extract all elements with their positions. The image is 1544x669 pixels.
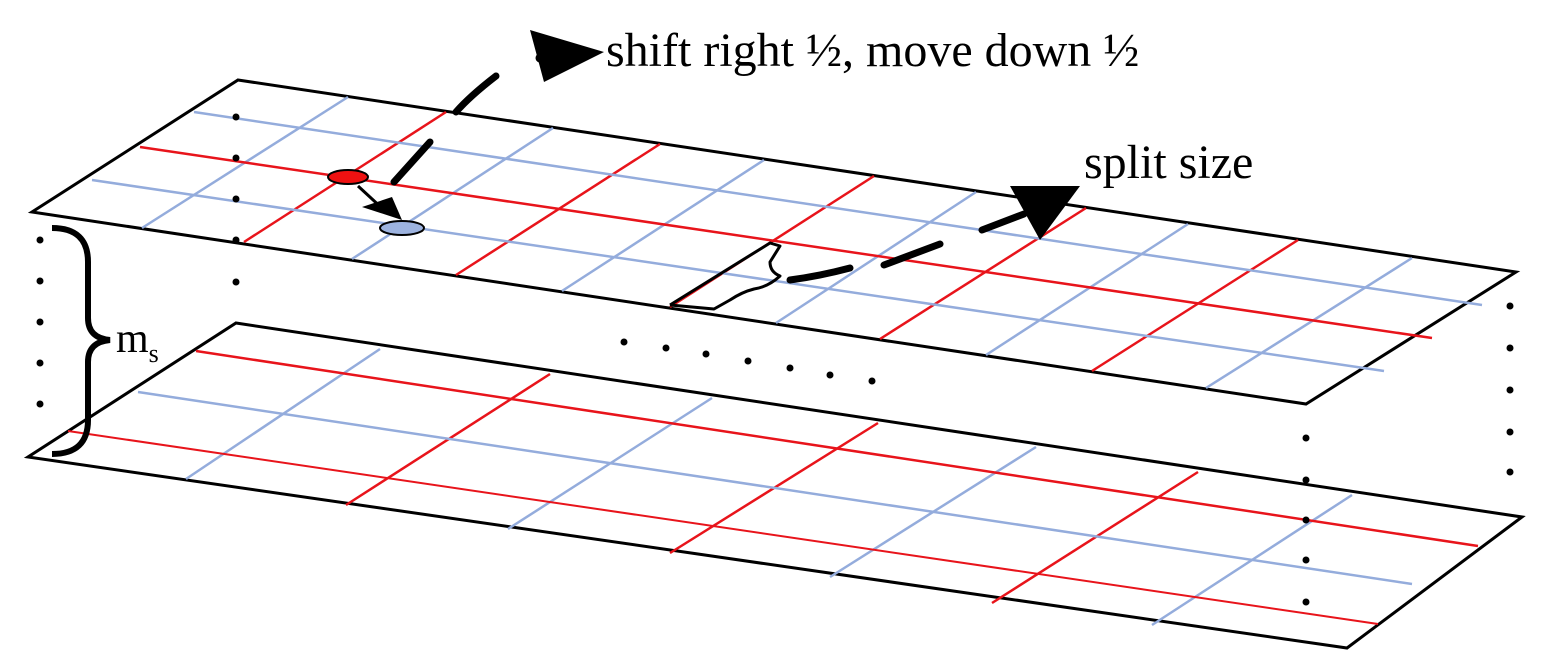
bottom-blue-hline xyxy=(137,390,1413,586)
split-size-label: split size xyxy=(1084,136,1253,189)
top-blue-vline xyxy=(775,190,977,325)
top-blue-vline xyxy=(1205,256,1413,390)
top-layer-outline xyxy=(27,78,1521,406)
left-stack-dots xyxy=(36,113,240,408)
move-arrow-icon xyxy=(356,184,402,220)
middle-dots xyxy=(620,338,876,385)
top-red-vline xyxy=(1091,238,1299,373)
split-arrow-icon xyxy=(786,186,1080,284)
top-layer xyxy=(27,78,1521,406)
red-grid-point xyxy=(327,169,369,185)
top-red-vline xyxy=(879,206,1087,341)
right-stack-dots xyxy=(1302,302,1514,606)
split-size-brace-icon xyxy=(669,241,782,311)
bottom-red-hline xyxy=(195,349,1479,548)
blue-grid-point xyxy=(379,220,425,236)
top-blue-hline xyxy=(91,178,1385,373)
layer-count-brace-icon xyxy=(51,225,111,457)
layer-count-label: ms xyxy=(116,316,159,368)
shift-label: shift right ½, move down ½ xyxy=(606,24,1139,77)
bottom-layer-grid xyxy=(67,347,1479,627)
top-blue-hline xyxy=(193,110,1483,307)
shift-arrow-icon xyxy=(390,30,604,186)
bottom-layer-outline xyxy=(23,321,1526,650)
bottom-layer xyxy=(23,321,1526,650)
bottom-red-hline xyxy=(67,430,1379,625)
top-blue-vline xyxy=(985,222,1189,357)
bottom-red-vline xyxy=(991,470,1199,605)
